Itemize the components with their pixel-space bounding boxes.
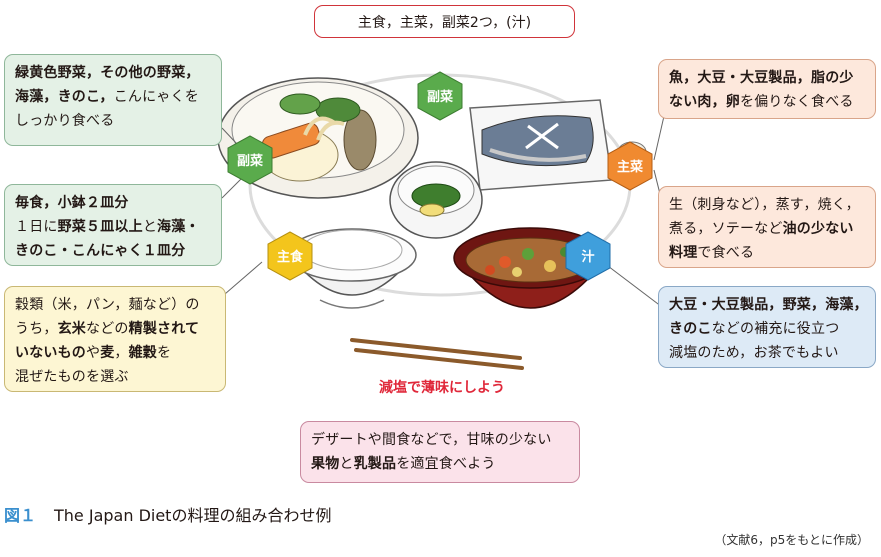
soup-hex-label: 汁	[581, 249, 594, 265]
box-line: 魚，大豆・大豆製品，脂の少	[669, 66, 865, 90]
small-side-bowl	[389, 161, 483, 239]
meal-structure-title: 主食，主菜，副菜2つ，(汁)	[314, 5, 575, 38]
main-dish-hex: 主菜	[607, 141, 653, 191]
box-line: 減塩のため，お茶でもよい	[669, 341, 865, 365]
box-text-segment: 海藻，	[15, 89, 58, 105]
box-line: 緑黄色野菜，その他の野菜，	[15, 61, 211, 85]
box-text-segment: 玄米	[57, 321, 87, 337]
figure-caption: 図１ The Japan Dietの料理の組み合わせ例	[4, 502, 331, 526]
box-text-segment: や	[86, 345, 101, 361]
box-text-segment: を偏りなく食べる	[740, 94, 854, 110]
box-text-segment: うち，	[15, 321, 58, 337]
box-text-segment: などの	[86, 321, 129, 337]
box-text-segment: 雑穀	[128, 345, 158, 361]
box-text-segment: １日に	[15, 219, 58, 235]
box-text-segment: を適宜食べよう	[396, 456, 496, 472]
box-text-segment: しっかり食べる	[15, 113, 115, 129]
box-text-segment: デザートや間食などで，甘味の少ない	[311, 432, 552, 448]
box-line: きのこ・こんにゃく１皿分	[15, 239, 211, 263]
box-line: 混ぜたものを選ぶ	[15, 365, 215, 389]
box-line: きのこなどの補充に役立つ	[669, 317, 865, 341]
main-dish-cooking-box: 生（刺身など），蒸す，焼く，煮る，ソテーなど油の少ない料理で食べる	[658, 186, 876, 268]
box-text-segment: 乳製品	[353, 456, 397, 472]
box-text-segment: 料理	[669, 245, 698, 261]
box-line: しっかり食べる	[15, 109, 211, 133]
box-line: うち，玄米などの精製されて	[15, 317, 215, 341]
figure-number: 図１	[4, 506, 37, 525]
box-text-segment: と	[339, 456, 354, 472]
side-dish-portion-box: 毎食，小鉢２皿分 １日に野菜５皿以上と海藻・きのこ・こんにゃく１皿分	[4, 184, 222, 266]
box-text-segment: などの補充に役立つ	[711, 321, 840, 337]
box-line: いないものや麦，雑穀を	[15, 341, 215, 365]
box-text-segment: きのこ・こんにゃく１皿分	[15, 243, 186, 259]
box-text-segment: こんにゃくを	[113, 89, 199, 105]
box-text-segment: いないもの	[15, 345, 86, 361]
side-dish-guideline-box: 緑黄色野菜，その他の野菜，海藻，きのこ，こんにゃくをしっかり食べる	[4, 54, 222, 146]
box-line: 果物と乳製品を適宜食べよう	[311, 452, 569, 476]
box-text-segment: 油の少ない	[782, 221, 854, 237]
chopsticks	[350, 338, 524, 370]
soup-hex: 汁	[565, 231, 611, 281]
box-text-segment: 生（刺身など），蒸す，焼く，	[669, 197, 860, 213]
side-dish-left-hex-label: 副菜	[237, 153, 263, 169]
box-text-segment: ない肉，卵	[669, 94, 740, 110]
staple-hex-label: 主食	[277, 249, 304, 265]
box-line: １日に野菜５皿以上と海藻・	[15, 215, 211, 239]
box-text-segment: ，	[114, 345, 129, 361]
rice-bowl	[287, 228, 417, 309]
box-line: デザートや間食などで，甘味の少ない	[311, 428, 569, 452]
box-text-segment: で食べる	[697, 245, 755, 261]
box-line: 海藻，きのこ，こんにゃくを	[15, 85, 211, 109]
box-text-segment: 大豆・大豆製品，野菜，海藻，	[669, 297, 868, 313]
box-text-segment: を	[157, 345, 172, 361]
box-line: 煮る，ソテーなど油の少ない	[669, 217, 865, 241]
low-salt-note: 減塩で薄味にしよう	[379, 380, 505, 396]
box-line: 穀類（米，パン，麺など）の	[15, 293, 215, 317]
box-text-segment: 麦	[100, 345, 115, 361]
grilled-fish-plate	[469, 99, 647, 191]
box-line: 大豆・大豆製品，野菜，海藻，	[669, 293, 868, 317]
box-text-segment: 魚，大豆・大豆製品，脂の少	[669, 70, 854, 86]
box-text-segment: 精製されて	[128, 321, 200, 337]
side-dish-top-hex-label: 副菜	[427, 89, 453, 105]
dessert-guideline-box: デザートや間食などで，甘味の少ない果物と乳製品を適宜食べよう	[300, 421, 580, 483]
box-line: 毎食，小鉢２皿分	[15, 191, 211, 215]
box-text-segment: 緑黄色野菜，	[15, 65, 101, 81]
soup-guideline-box: 大豆・大豆製品，野菜，海藻， きのこなどの補充に役立つ減塩のため，お茶でもよい	[658, 286, 876, 368]
box-text-segment: きのこ	[669, 321, 712, 337]
box-text-segment: 減塩のため，お茶でもよい	[669, 345, 839, 361]
source-note: （文献6，p5をもとに作成）	[714, 533, 869, 547]
box-text-segment: 混ぜたものを選ぶ	[15, 369, 129, 385]
side-dish-left-hex: 副菜	[227, 135, 273, 185]
main-dish-hex-label: 主菜	[617, 159, 643, 175]
box-line: ない肉，卵を偏りなく食べる	[669, 90, 865, 114]
main-dish-guideline-box: 魚，大豆・大豆製品，脂の少ない肉，卵を偏りなく食べる	[658, 59, 876, 119]
box-text-segment: 野菜５皿以上	[57, 219, 143, 235]
staple-hex: 主食	[267, 231, 313, 281]
box-text-segment: 煮る，ソテーなど	[669, 221, 783, 237]
box-text-segment: きのこ，	[57, 89, 114, 105]
box-text-segment: 海藻・	[157, 219, 200, 235]
side-dish-top-hex: 副菜	[417, 71, 463, 121]
box-text-segment: その他の野菜，	[100, 65, 200, 81]
box-text-segment: 毎食，小鉢２皿分	[15, 195, 129, 211]
staple-food-box: 穀類（米，パン，麺など）のうち，玄米などの精製されていないものや麦，雑穀を混ぜた…	[4, 286, 226, 392]
box-text-segment: 果物	[311, 456, 340, 472]
box-line: 料理で食べる	[669, 241, 865, 265]
box-text-segment: 穀類（米，パン，麺など）の	[15, 297, 200, 313]
box-text-segment: と	[142, 219, 158, 235]
box-line: 生（刺身など），蒸す，焼く，	[669, 193, 865, 217]
figure-caption-text: The Japan Dietの料理の組み合わせ例	[54, 506, 332, 525]
